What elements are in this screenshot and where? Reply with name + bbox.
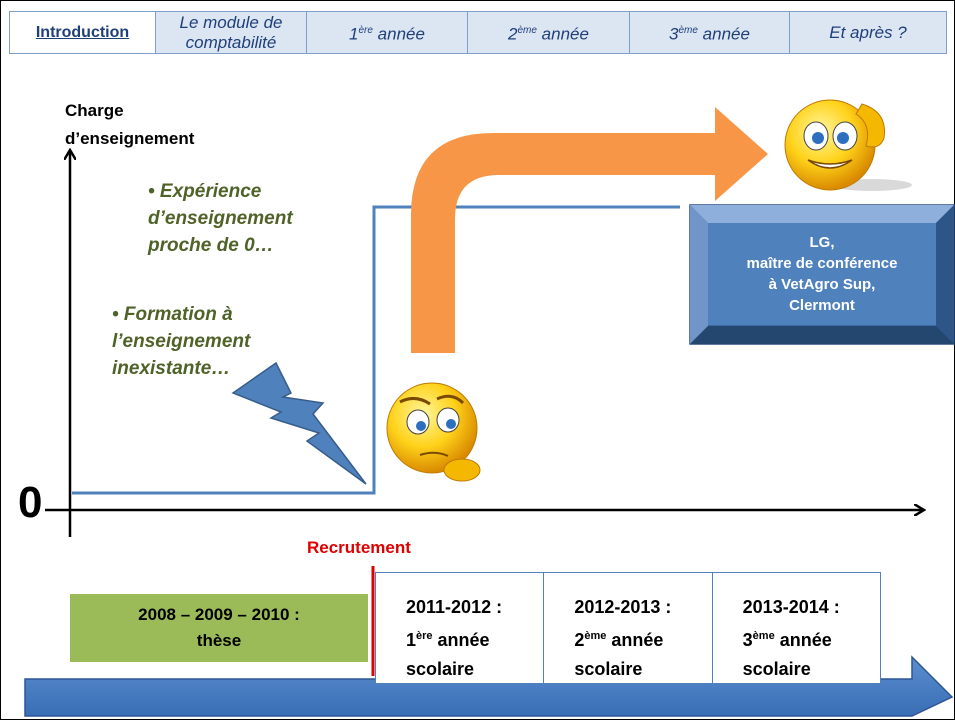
experience-bullet: • Expérience d’enseignement proche de 0…: [148, 181, 293, 256]
tab-module-label: Le module de comptabilité: [179, 12, 283, 52]
school-year-3: 2013-2014 : 3ème année scolaire: [742, 597, 840, 679]
recruitment-label: Recrutement: [307, 538, 411, 557]
tab-introduction-label: Introduction: [35, 23, 130, 41]
tab-year-3[interactable]: 3ème année: [630, 11, 790, 54]
teaching-load-curve: [72, 205, 680, 495]
zero-label: 0: [18, 478, 43, 527]
tab-et-apres-label: Et après ?: [829, 22, 907, 42]
tab-year-1-label: 1ère année: [349, 24, 425, 44]
y-axis-label: Charge d’enseignement: [65, 101, 195, 148]
tab-introduction[interactable]: Introduction: [9, 11, 156, 54]
training-bullet: • Formation à l’enseignement inexistante…: [112, 304, 251, 379]
timeline-arrow: [24, 655, 954, 717]
tab-module[interactable]: Le module de comptabilité: [156, 11, 307, 54]
tab-year-2-label: 2ème année: [508, 24, 589, 44]
lg-info-box: LG, maître de conférence à VetAgro Sup, …: [708, 223, 936, 325]
tab-et-apres[interactable]: Et après ?: [790, 11, 947, 54]
thesis-box: 2008 – 2009 – 2010 : thèse: [70, 594, 368, 662]
saluting-smiley-icon: [784, 99, 912, 191]
lightning-bolt-icon: [231, 361, 367, 485]
tab-year-1[interactable]: 1ère année: [307, 11, 468, 54]
tab-year-2[interactable]: 2ème année: [468, 11, 630, 54]
tab-year-3-label: 3ème année: [669, 24, 750, 44]
thinking-smiley-icon: [386, 382, 481, 482]
school-year-2: 2012-2013 : 2ème année scolaire: [544, 573, 713, 683]
navigation-tabs: Introduction Le module de comptabilité 1…: [9, 11, 947, 54]
orange-progress-arrow: [411, 107, 768, 353]
school-years-table: 2011-2012 : 1ère année scolaire 2012-201…: [375, 572, 881, 684]
school-year-1: 2011-2012 : 1ère année scolaire: [376, 573, 545, 683]
